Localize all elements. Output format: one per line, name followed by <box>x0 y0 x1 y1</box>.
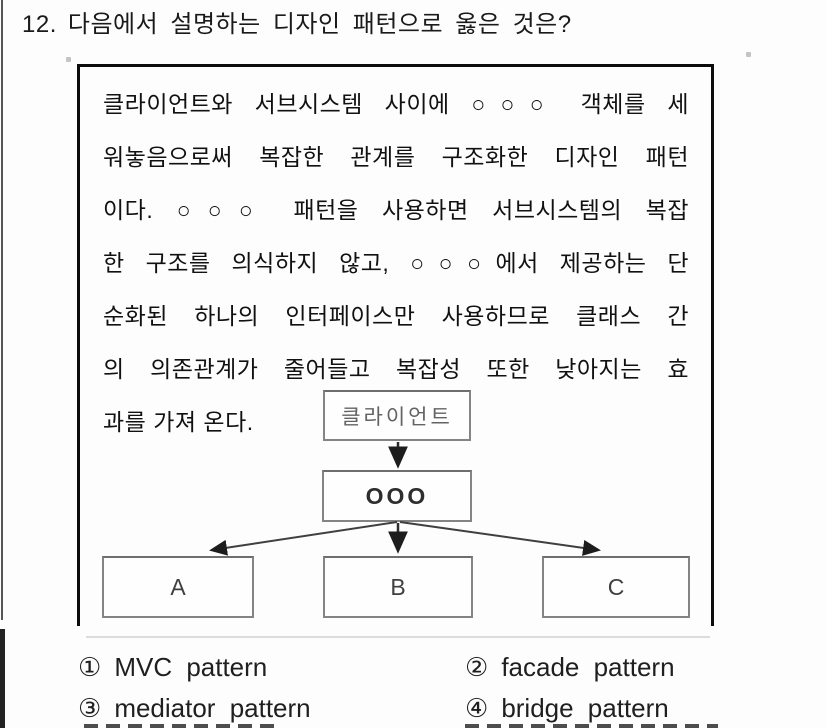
option-4-marker: ④ <box>465 693 489 723</box>
clipped-text-artifact <box>465 724 718 728</box>
option-2-facade[interactable]: ② facade pattern <box>465 653 675 682</box>
description-line: 순화된 하나의 인터페이스만 사용하므로 클래스 간 <box>103 303 689 329</box>
description-line: 이다. ○○○ 패턴을 사용하면 서브시스템의 복잡 <box>103 197 689 223</box>
page-column-rule-bottom <box>0 629 5 728</box>
description-line: 한 구조를 의식하지 않고, ○○○에서 제공하는 단 <box>103 250 689 276</box>
diagram-facade-box: OOO <box>322 470 472 522</box>
option-1-marker: ① <box>78 652 102 682</box>
option-1-mvc[interactable]: ① MVC pattern <box>78 653 267 682</box>
diagram-subsystem-b-box: B <box>323 556 473 618</box>
option-3-label: mediator pattern <box>114 693 311 723</box>
diagram-subsystem-b-label: B <box>390 573 406 600</box>
option-1-label: MVC pattern <box>114 652 268 682</box>
scan-speck <box>746 52 751 57</box>
option-4-bridge[interactable]: ④ bridge pattern <box>465 694 669 723</box>
diagram-subsystem-c-box: C <box>542 556 690 618</box>
option-2-label: facade pattern <box>501 652 675 682</box>
diagram-subsystem-a-label: A <box>170 573 186 600</box>
option-2-marker: ② <box>465 652 489 682</box>
diagram-subsystem-a-box: A <box>102 556 254 618</box>
description-box: 클라이언트와 서브시스템 사이에 ○○○ 객체를 세 워놓음으로써 복잡한 관계… <box>77 64 714 626</box>
clipped-text-artifact <box>84 724 280 728</box>
description-line: 워놓음으로써 복잡한 관계를 구조화한 디자인 패턴 <box>103 144 689 170</box>
question-heading: 12. 다음에서 설명하는 디자인 패턴으로 옳은 것은? <box>22 11 572 38</box>
clipped-box-bottom-artifact <box>86 636 710 638</box>
description-line: 과를 가져 온다. <box>103 409 254 435</box>
question-number: 12. <box>22 11 57 38</box>
description-line: 클라이언트와 서브시스템 사이에 ○○○ 객체를 세 <box>103 91 689 117</box>
question-text: 다음에서 설명하는 디자인 패턴으로 옳은 것은? <box>67 11 572 38</box>
option-3-marker: ③ <box>78 693 102 723</box>
diagram-subsystem-c-label: C <box>607 573 625 600</box>
description-line: 의 의존관계가 줄어들고 복잡성 또한 낮아지는 효 <box>103 356 689 382</box>
scan-speck <box>66 57 71 62</box>
option-4-label: bridge pattern <box>501 693 669 723</box>
diagram-client-label: 클라이언트 <box>341 405 453 429</box>
diagram-client-box: 클라이언트 <box>323 390 471 441</box>
page-column-rule-top <box>1 0 3 620</box>
description-text: 클라이언트와 서브시스템 사이에 ○○○ 객체를 세 워놓음으로써 복잡한 관계… <box>80 67 711 449</box>
option-3-mediator[interactable]: ③ mediator pattern <box>78 694 311 723</box>
diagram-facade-label: OOO <box>365 482 429 509</box>
